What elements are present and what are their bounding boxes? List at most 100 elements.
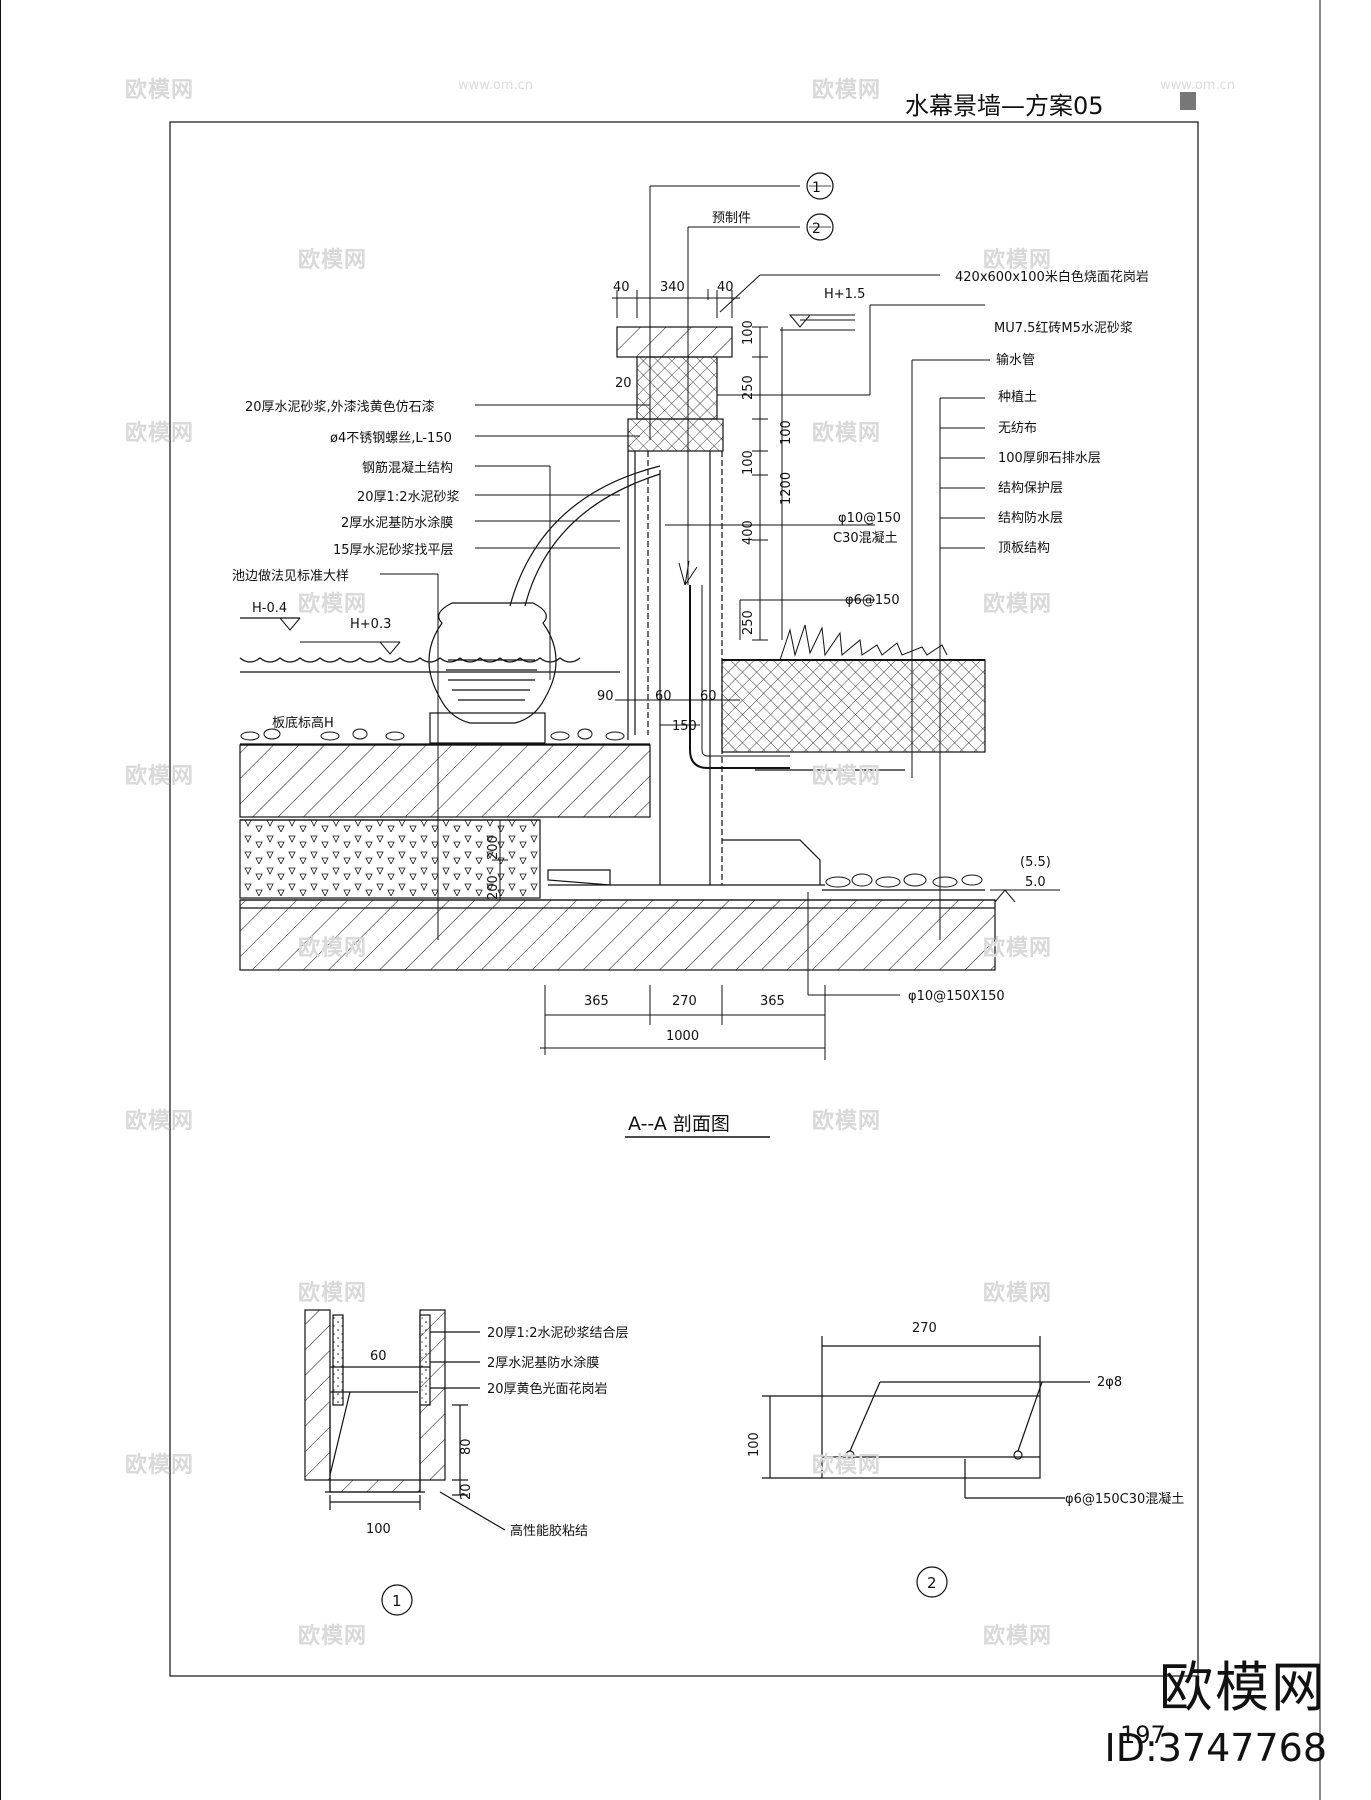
elevation-h03: H+0.3	[350, 617, 391, 632]
watermark-brand: 欧模网	[125, 421, 195, 446]
dim-1000: 1000	[666, 1029, 699, 1044]
pottery-urn	[428, 602, 557, 744]
callout-1-detail	[381, 1584, 413, 1616]
vdim-100b: 100	[779, 420, 794, 445]
label-water-pipe: 输水管	[996, 352, 1035, 368]
brick-cap	[636, 356, 718, 420]
elevation-50: 5.0	[1025, 875, 1046, 890]
label-gravel-drain: 100厚卵石排水层	[998, 451, 1101, 466]
d2-label-bars: 2φ8	[1097, 1375, 1122, 1390]
d1-label-waterproof: 2厚水泥基防水涂膜	[487, 1355, 599, 1371]
d1-label-bedding: 20厚1:2水泥砂浆结合层	[487, 1326, 628, 1341]
watermark-brand: 欧模网	[983, 1624, 1053, 1649]
watermark-brand: 欧模网	[983, 592, 1053, 617]
callout-2-detail-number: 2	[927, 1574, 937, 1592]
label-stainless-screw: ø4不锈钢螺丝,L-150	[330, 431, 452, 446]
d1-dim-80: 80	[459, 1438, 474, 1455]
watermark-brand: 欧模网	[983, 1281, 1053, 1306]
callout-2-detail	[916, 1566, 948, 1598]
elevation-h04: H-0.4	[252, 601, 287, 616]
d1-dim-100: 100	[366, 1522, 391, 1537]
watermark-brand: 欧模网	[125, 1109, 195, 1134]
label-rebar-10: φ10@150	[838, 511, 901, 526]
vdim-1200: 1200	[779, 472, 794, 505]
label-roof-structure: 顶板结构	[998, 541, 1050, 556]
drain-gravel	[825, 873, 983, 888]
callout-1-top-number: 1	[812, 180, 821, 196]
water-jet	[509, 465, 661, 607]
watermark-brand: 欧模网	[983, 936, 1053, 961]
label-nonwoven: 无纺布	[998, 421, 1037, 436]
d1-label-adhesive: 高性能胶粘结	[510, 1523, 588, 1539]
label-brick: MU7.5红砖M5水泥砂浆	[994, 320, 1133, 336]
prefab-label: 预制件	[712, 211, 751, 226]
d1-label-granite: 20厚黄色光面花岗岩	[487, 1381, 608, 1397]
label-waterproof-layer: 结构防水层	[998, 510, 1063, 526]
elevation-h15: H+1.5	[824, 287, 865, 302]
shrubs	[779, 624, 948, 661]
label-leveling-layer: 15厚水泥砂浆找平层	[333, 543, 454, 558]
watermark-url: www.om.cn	[1160, 78, 1235, 93]
dim-90: 90	[597, 689, 614, 704]
slab-elevation-label: 板底标高H	[272, 715, 334, 731]
vdim-100c: 100	[741, 450, 756, 475]
label-pool-edge: 池边做法见标准大样	[232, 569, 349, 584]
dim-40-right: 40	[717, 280, 734, 295]
vdim-200a: 200	[486, 835, 501, 860]
water-surface	[239, 657, 581, 663]
asset-id: ID:3747768	[1104, 1726, 1327, 1770]
dim-20: 20	[615, 376, 632, 391]
d2-label-spec: φ6@150C30混凝土	[1065, 1491, 1184, 1507]
coping-stone	[616, 326, 733, 358]
sheet-title: 水幕景墙—方案05	[905, 92, 1104, 120]
callout-2-top-number: 2	[812, 221, 821, 237]
d1-dim-60: 60	[370, 1349, 387, 1364]
detail-2	[762, 1336, 1090, 1499]
label-granite-coping: 420x600x100米白色烧面花岗岩	[955, 269, 1149, 285]
brand-logo-text: 欧模网	[1159, 1656, 1327, 1719]
pebbles	[240, 728, 625, 741]
vdim-200b: 200	[486, 875, 501, 900]
dim-340: 340	[660, 280, 685, 295]
vdim-400: 400	[741, 520, 756, 545]
watermark-brand: 欧模网	[125, 764, 195, 789]
d2-dim-100: 100	[747, 1432, 762, 1457]
watermark-brand: 欧模网	[298, 1281, 368, 1306]
page-number: 197	[1120, 1721, 1166, 1749]
label-waterproof-coating: 2厚水泥基防水涂膜	[341, 515, 453, 531]
label-rebar-6: φ6@150	[845, 593, 900, 608]
watermark-url: www.om.cn	[458, 78, 533, 93]
elevation-55: (5.5)	[1020, 855, 1051, 870]
section-a-a	[239, 326, 996, 971]
vdim-250: 250	[741, 375, 756, 400]
label-c30: C30混凝土	[833, 530, 898, 546]
callout-1-top	[806, 172, 834, 200]
planting-soil	[721, 659, 986, 753]
d1-dim-20: 20	[459, 1483, 474, 1500]
d2-dim-270: 270	[912, 1321, 937, 1336]
dim-60b: 60	[700, 689, 717, 704]
watermark-brand: 欧模网	[298, 592, 368, 617]
brick-band	[627, 418, 724, 452]
vdim-100a: 100	[741, 320, 756, 345]
label-planting-soil: 种植土	[998, 390, 1037, 405]
watermark-brand: 欧模网	[298, 248, 368, 273]
watermark-brand: 欧模网	[812, 1109, 882, 1134]
watermark-brand: 欧模网	[298, 936, 368, 961]
dim-150: 150	[672, 719, 697, 734]
label-cement-mortar: 20厚1:2水泥砂浆	[357, 490, 459, 505]
watermark-brand: 欧模网	[812, 78, 882, 103]
dim-365a: 365	[584, 994, 609, 1009]
roof-slab	[239, 899, 996, 971]
dim-60a: 60	[655, 689, 672, 704]
label-rc-structure: 钢筋混凝土结构	[362, 460, 453, 476]
callout-leaders	[279, 185, 1060, 1060]
concrete-bed	[239, 744, 651, 818]
label-rebar-mesh: φ10@150X150	[908, 989, 1005, 1004]
dim-270: 270	[672, 994, 697, 1009]
title-marker	[1180, 92, 1196, 110]
watermark-brand: 欧模网	[125, 78, 195, 103]
watermark-brand: 欧模网	[983, 248, 1053, 273]
callout-2-top	[806, 213, 834, 241]
